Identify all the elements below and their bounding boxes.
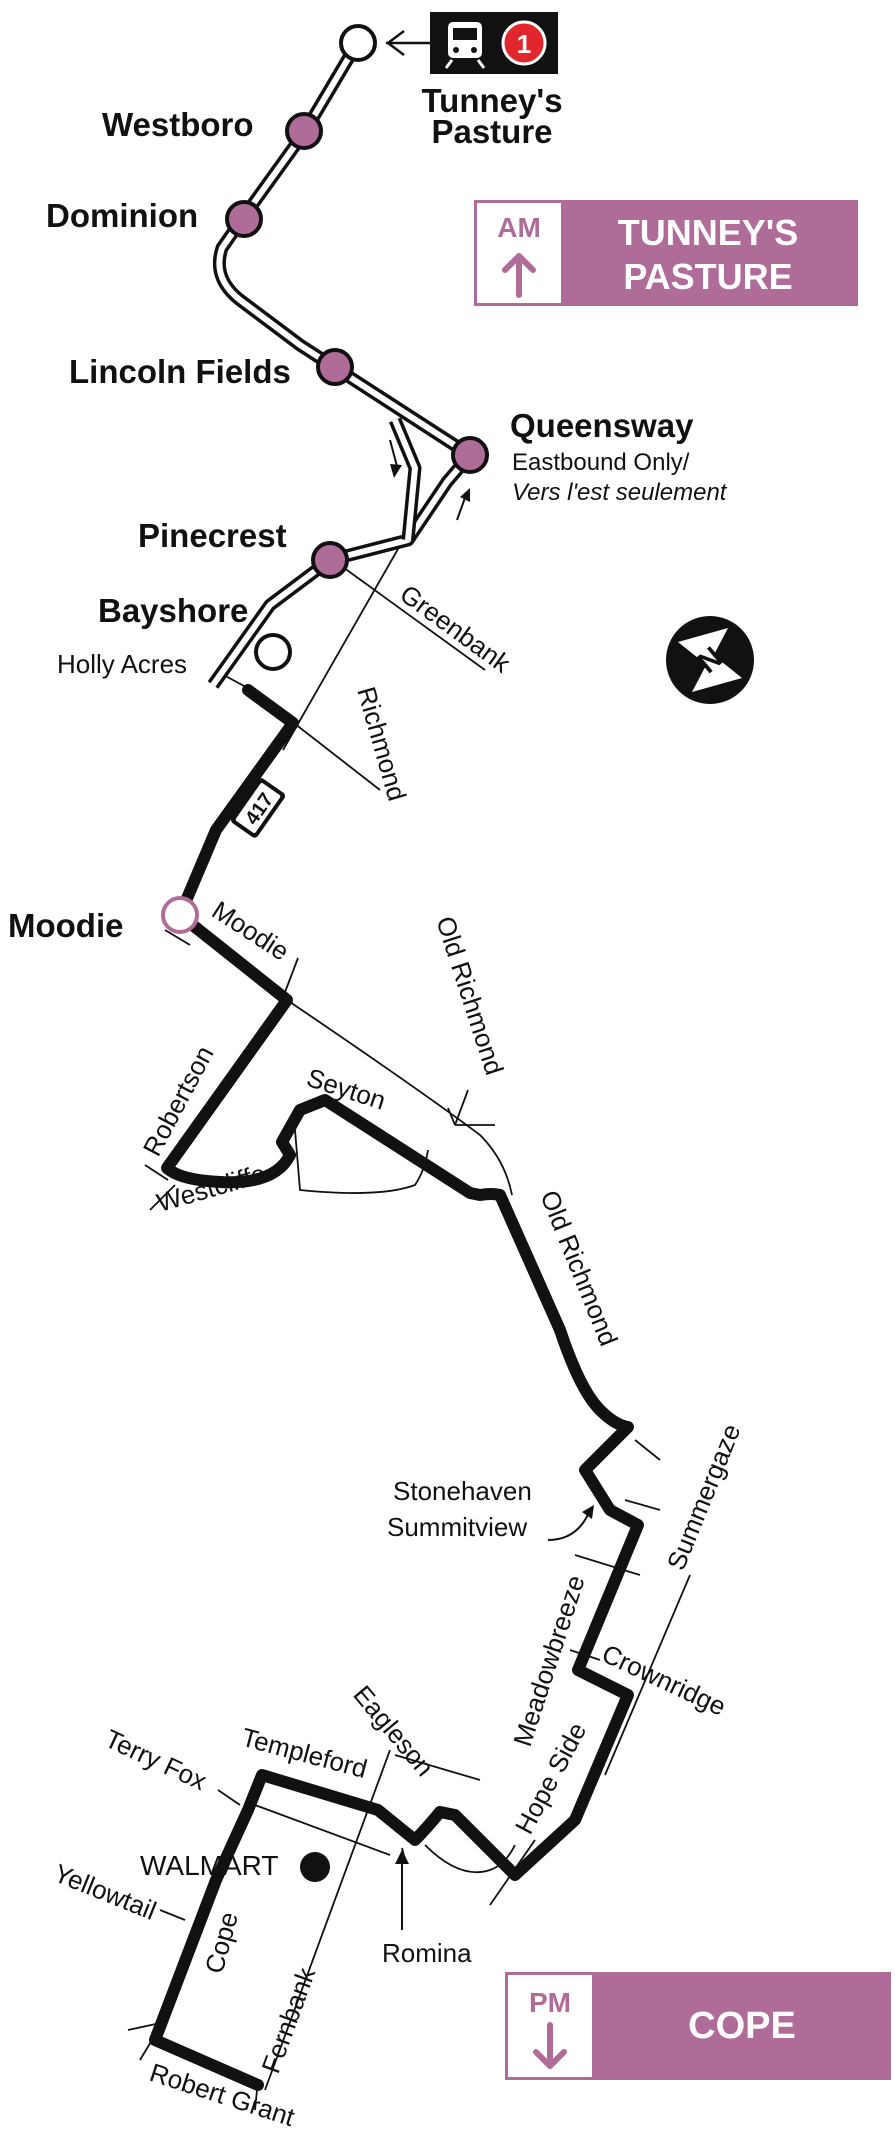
station-lincoln-fields-marker [316, 348, 354, 386]
highway-417-shield: 417 [230, 778, 286, 838]
street-holly-acres: Holly Acres [57, 649, 187, 679]
tunneys-label-2: Pasture [431, 113, 552, 150]
arrow-pointer-icon [582, 1505, 594, 1519]
station-label-moodie: Moodie [8, 907, 123, 944]
station-label-lincoln-fields: Lincoln Fields [69, 353, 291, 390]
station-label-queensway: Queensway [510, 407, 694, 444]
tunneys-label-1: Tunney's [421, 82, 562, 119]
queensway-note-en: Eastbound Only/ [512, 449, 690, 476]
station-moodie-marker [161, 896, 199, 934]
street-moodie: Moodie [207, 895, 295, 967]
street-terry-fox: Terry Fox [100, 1723, 211, 1796]
pm-label: PM [529, 1987, 571, 2018]
arrow-down-small-icon [390, 464, 402, 478]
arrow-up-icon [502, 253, 536, 298]
station-queensway-marker [451, 436, 489, 474]
station-bayshore-marker [254, 633, 292, 671]
arrow-left-icon [385, 30, 405, 56]
north-arrow-icon: N [666, 616, 754, 704]
station-pinecrest-marker [311, 541, 349, 579]
street-fernbank: Fernbank [255, 1963, 321, 2077]
pm-destination-box: PM COPE [505, 1972, 891, 2080]
station-dominion-marker [225, 200, 263, 238]
start-tag: 1 Tunney's Pasture [385, 12, 563, 150]
am-destination-box: AM TUNNEY'S PASTURE [474, 200, 858, 306]
walmart-label: WALMART [140, 1850, 278, 1881]
street-romina: Romina [382, 1938, 472, 1968]
street-stonehaven: Stonehaven [393, 1476, 532, 1506]
station-label-westboro: Westboro [102, 106, 254, 143]
am-destination-line1: TUNNEY'S [618, 212, 799, 253]
am-label: AM [497, 212, 541, 243]
line-number: 1 [517, 29, 531, 59]
am-destination-line2: PASTURE [623, 256, 792, 297]
arrow-up-small-icon [460, 488, 470, 502]
street-summergaze: Summergaze [661, 1420, 747, 1575]
station-label-dominion: Dominion [46, 197, 198, 234]
queensway-note-fr: Vers l'est seulement [512, 479, 728, 506]
station-westboro-marker [285, 112, 323, 150]
street-greenbank: Greenbank [394, 579, 517, 679]
line-1-badge [501, 20, 547, 66]
street-summitview: Summitview [387, 1512, 527, 1542]
station-markers [161, 24, 489, 934]
rail-line [207, 38, 477, 689]
bus-route [149, 684, 644, 2091]
street-old-richmond-south: Old Richmond [534, 1186, 624, 1350]
station-label-bayshore: Bayshore [98, 592, 248, 629]
walmart-marker [300, 1852, 330, 1882]
train-icon [444, 22, 486, 69]
street-richmond: Richmond [351, 683, 412, 804]
arrow-down-icon [533, 2022, 567, 2069]
station-label-pinecrest: Pinecrest [138, 517, 287, 554]
pm-destination: COPE [688, 2005, 796, 2047]
street-old-richmond-north: Old Richmond [430, 913, 509, 1079]
station-tunneys-pasture-marker [339, 24, 377, 62]
arrow-up-small-icon [395, 1850, 409, 1864]
